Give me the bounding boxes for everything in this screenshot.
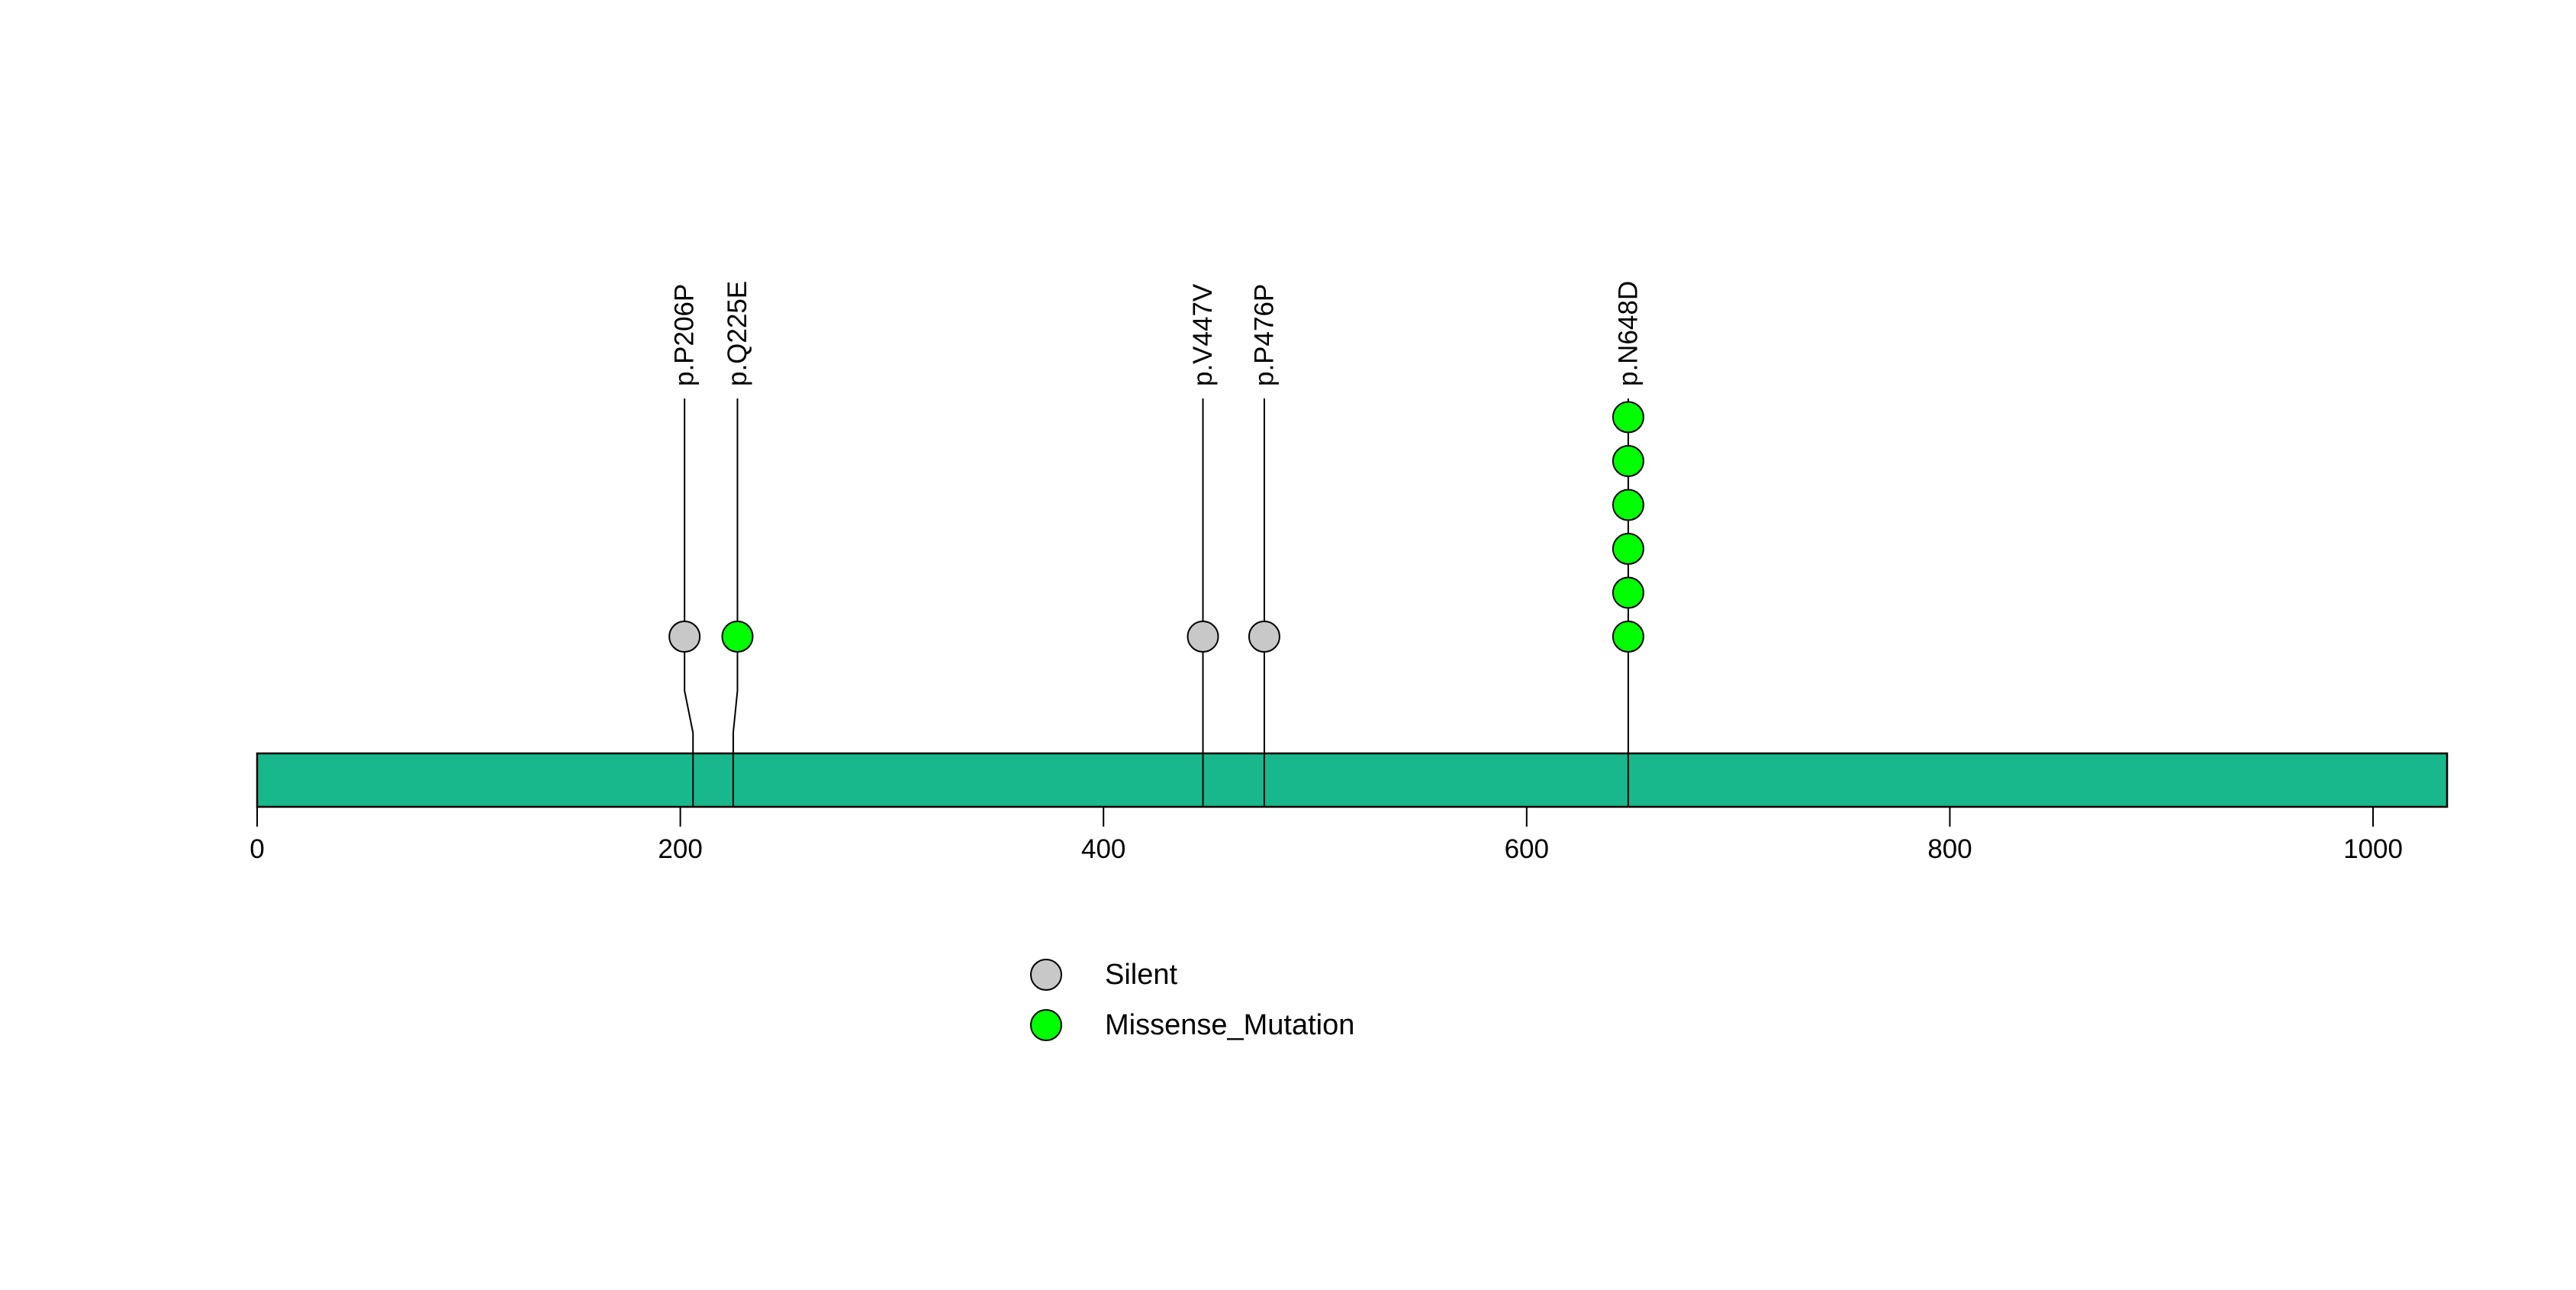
axis-tick-label: 600 (1505, 834, 1549, 864)
axis-tick-label: 800 (1927, 834, 1972, 864)
mutation-stem (732, 398, 739, 807)
mutation-label: p.P476P (1249, 284, 1279, 386)
mutation-circle (1612, 533, 1644, 565)
mutation-circle (1612, 489, 1644, 521)
legend-label-silent: Silent (1105, 958, 1178, 991)
mutation-labels-group: p.P206P p.Q225E p.V447V p.P476P p.N648D (670, 281, 1644, 386)
axis-tick-label: 1000 (2343, 834, 2403, 864)
mutation-label: p.P206P (670, 284, 700, 386)
legend: Silent Missense_Mutation (1030, 950, 1354, 1050)
legend-item-silent: Silent (1030, 950, 1354, 1000)
legend-swatch-missense-icon (1030, 1009, 1062, 1041)
axis-tick-label: 200 (658, 834, 702, 864)
axis-tick-label: 0 (250, 834, 264, 864)
legend-item-missense: Missense_Mutation (1030, 1000, 1354, 1050)
legend-swatch-silent-icon (1030, 959, 1062, 991)
mutation-circle (1612, 445, 1644, 477)
mutation-circle (1248, 621, 1280, 653)
mutation-label: p.V447V (1188, 283, 1218, 386)
mutation-circle (668, 621, 701, 653)
protein-backbone (256, 752, 2449, 808)
mutation-stem (684, 398, 694, 807)
mutation-label: p.Q225E (723, 281, 752, 386)
mutation-circle (1187, 621, 1219, 653)
mutation-circle (1612, 576, 1644, 609)
mutation-stems-group (684, 398, 1629, 807)
protein-track-group (256, 752, 2449, 808)
mutation-label: p.N648D (1613, 281, 1643, 386)
mutation-circle (1612, 621, 1644, 653)
axis-tick-label: 400 (1081, 834, 1125, 864)
mutation-circle (1612, 401, 1644, 434)
legend-label-missense: Missense_Mutation (1105, 1008, 1355, 1041)
mutation-circles-group (668, 401, 1644, 653)
mutation-circle (721, 621, 754, 653)
x-axis-group: 0 200 400 600 800 1000 (250, 807, 2403, 864)
